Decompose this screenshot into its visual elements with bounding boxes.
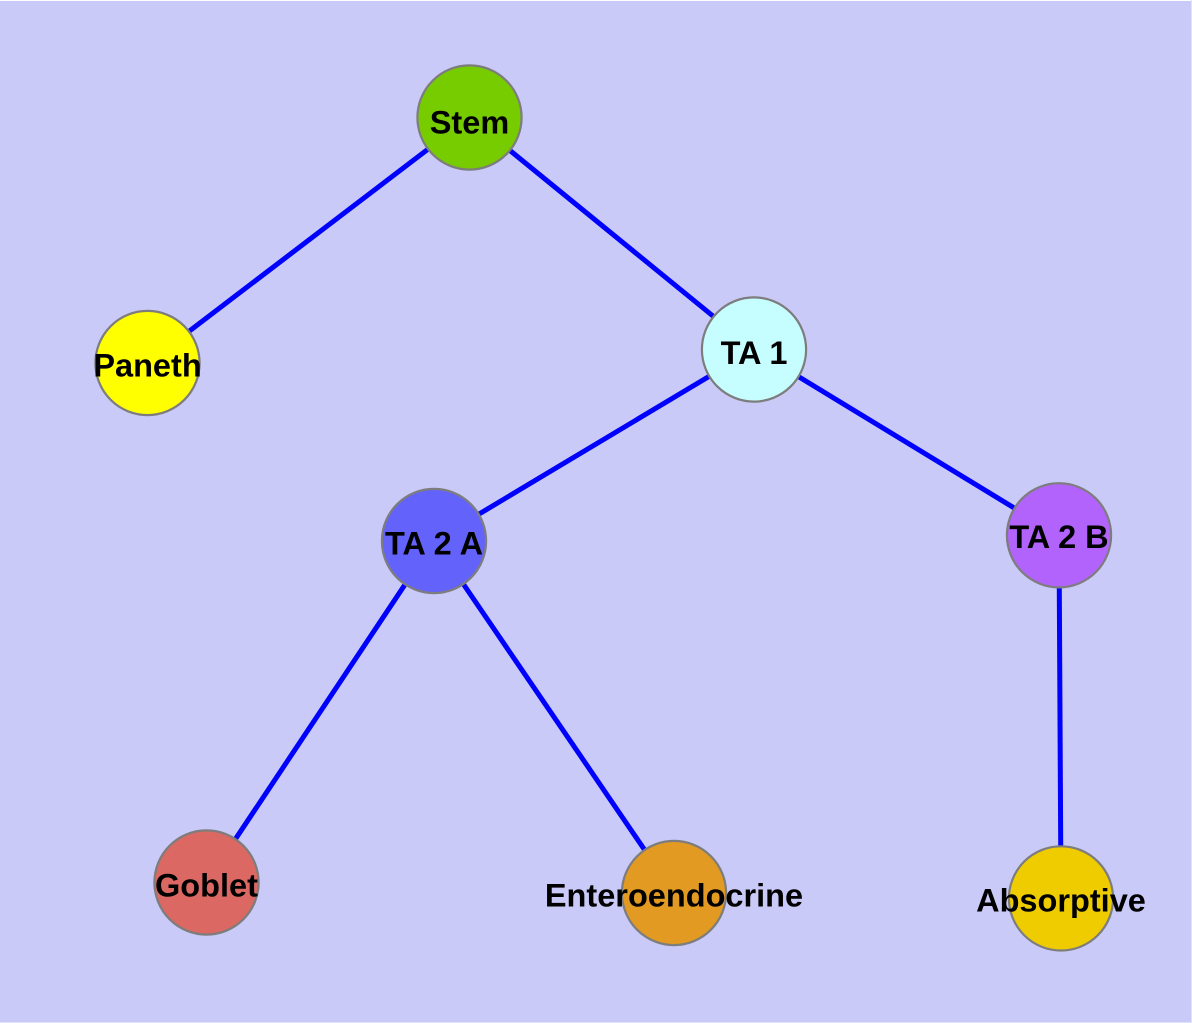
svg-text:Enteroendocrine: Enteroendocrine [545, 878, 803, 914]
svg-text:TA 2 A: TA 2 A [385, 526, 483, 562]
svg-text:Paneth: Paneth [93, 348, 201, 384]
svg-text:Goblet: Goblet [155, 868, 258, 904]
svg-text:TA 2 B: TA 2 B [1009, 519, 1108, 555]
svg-text:TA 1: TA 1 [721, 335, 788, 371]
svg-text:Stem: Stem [430, 104, 509, 140]
svg-text:Absorptive: Absorptive [976, 883, 1146, 919]
